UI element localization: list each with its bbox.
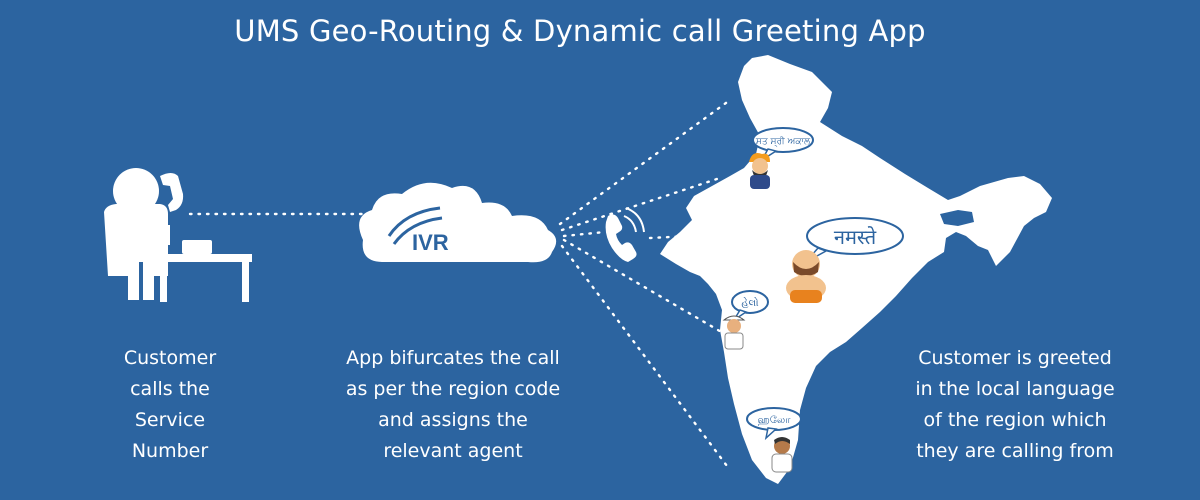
caption-customer-line: Number [131,440,209,462]
caption-greeting-line: they are calling from [916,440,1114,462]
customer-calling-icon [104,168,252,302]
cloud-fan-connectors [558,98,737,472]
caption-greeting-line: Customer is greeted [918,347,1112,369]
caption-greeting: Customer is greeted in the local languag… [880,343,1150,467]
ivr-label: IVR [412,230,449,255]
caption-greeting-line: in the local language [915,378,1115,400]
caption-app: App bifurcates the call as per the regio… [318,343,588,467]
map-northeast-gap [940,210,974,226]
caption-app-line: App bifurcates the call [346,347,560,369]
greeting-punjabi: ਸਤ ਸ੍ਰੀ ਅਕਾਲ [749,127,814,189]
gujarati-man-figure [722,315,746,350]
sikh-man-figure [749,153,770,189]
ivr-cloud-icon [359,182,557,263]
greeting-punjabi-text: ਸਤ ਸ੍ਰੀ ਅਕਾਲ [755,136,811,147]
caption-app-line: and assigns the [378,409,528,431]
greeting-hindi: नमस्ते [786,217,904,303]
caption-greeting-line: of the region which [923,409,1107,431]
caption-customer-line: Service [134,409,206,431]
tamil-man-figure [771,437,793,473]
greeting-tamil-text: ஹலோ [758,415,792,426]
caption-customer-line: Customer [123,347,217,369]
phone-ringing-icon [605,207,645,262]
page-title: UMS Geo-Routing & Dynamic call Greeting … [234,14,926,48]
greeting-tamil: ஹலோ [746,407,802,473]
greeting-gujarati-text: હેલો [741,296,759,309]
hindi-man-figure [786,250,826,303]
caption-app-line: as per the region code [345,378,561,400]
caption-app-line: relevant agent [383,440,523,462]
caption-customer-line: calls the [130,378,210,400]
greeting-hindi-text: नमस्ते [834,225,877,249]
caption-customer: Customer calls the Service Number [95,343,245,467]
greeting-gujarati: હેલો [722,290,769,350]
